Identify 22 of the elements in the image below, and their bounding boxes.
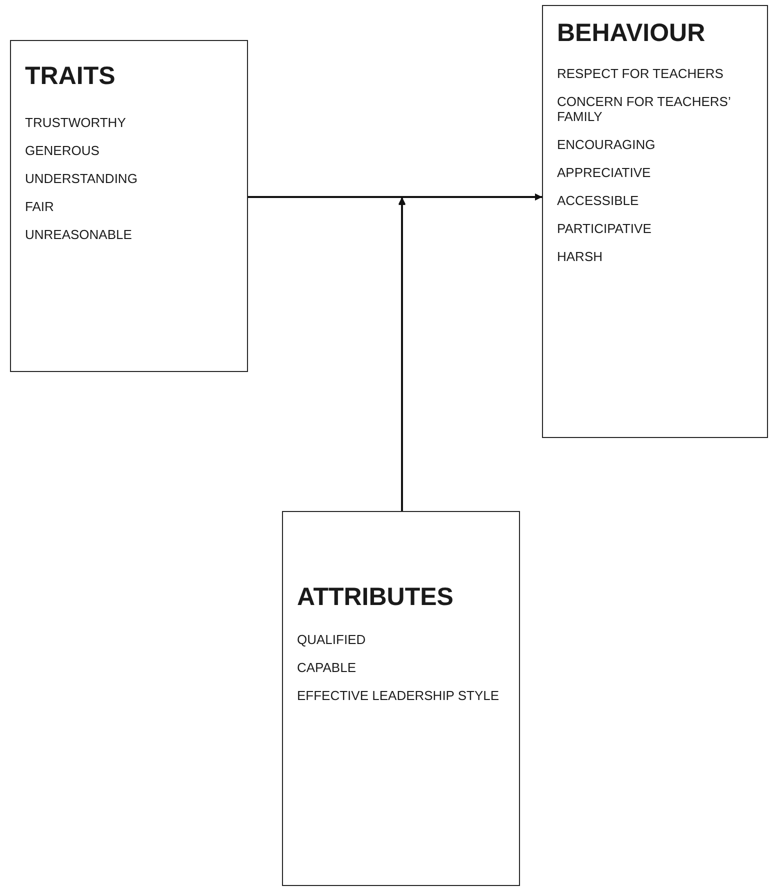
category-box xyxy=(10,40,248,372)
list-item: UNREASONABLE xyxy=(25,227,132,242)
category-box xyxy=(542,5,768,438)
category-box xyxy=(282,511,520,886)
box-heading: TRAITS xyxy=(25,61,116,91)
list-item: CAPABLE xyxy=(297,660,356,675)
list-item: EFFECTIVE LEADERSHIP STYLE xyxy=(297,688,500,703)
list-item: APPRECIATIVE xyxy=(557,165,651,180)
box-heading: ATTRIBUTES xyxy=(297,582,454,612)
list-item: HARSH xyxy=(557,249,603,264)
list-item: ACCESSIBLE xyxy=(557,193,639,208)
list-item: PARTICIPATIVE xyxy=(557,221,652,236)
box-heading: BEHAVIOUR xyxy=(557,18,706,48)
list-item: GENEROUS xyxy=(25,143,100,158)
list-item: UNDERSTANDING xyxy=(25,171,138,186)
list-item: FAIR xyxy=(25,199,54,214)
list-item: QUALIFIED xyxy=(297,632,366,647)
list-item: TRUSTWORTHY xyxy=(25,115,126,130)
list-item: ENCOURAGING xyxy=(557,137,656,152)
list-item: RESPECT FOR TEACHERS xyxy=(557,66,724,81)
list-item: CONCERN FOR TEACHERS’ FAMILY xyxy=(557,94,732,124)
arrow xyxy=(398,194,542,511)
